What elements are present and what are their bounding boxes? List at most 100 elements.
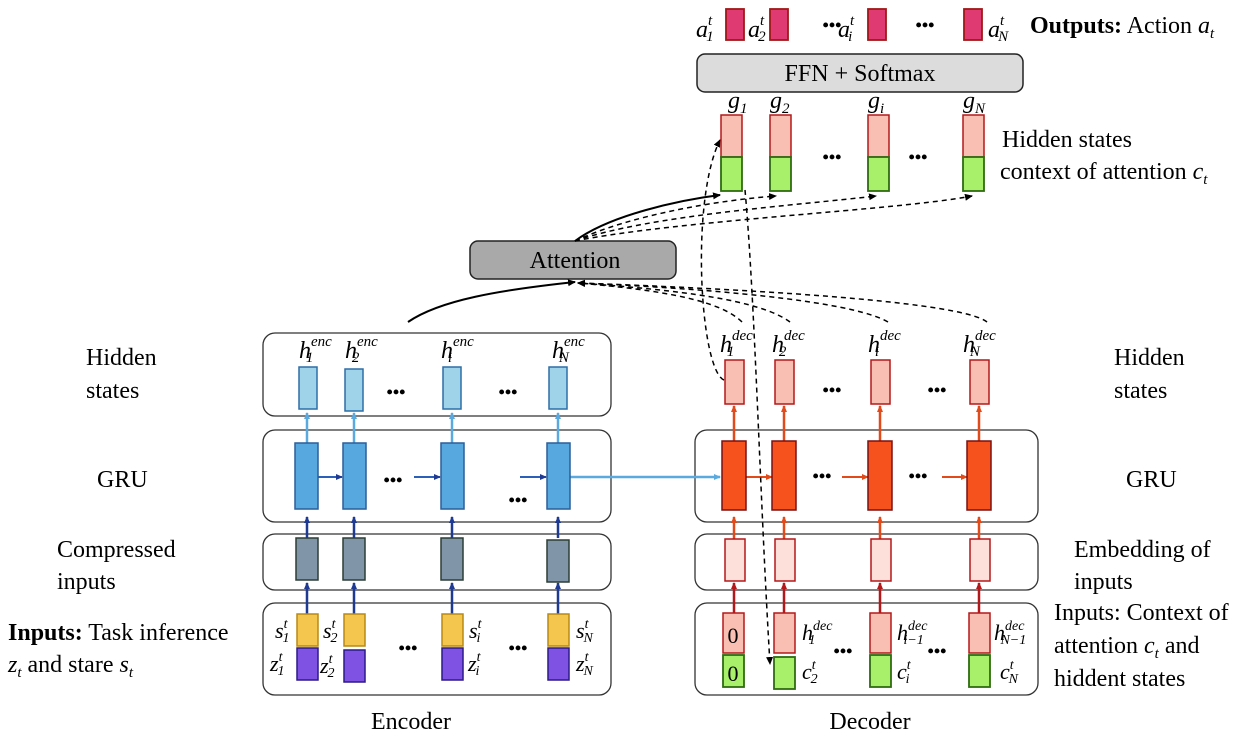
dec-input-zero-h: 0	[728, 623, 739, 648]
input-z-N	[547, 647, 570, 681]
context-block-2	[769, 156, 792, 192]
input-s-blocks	[296, 613, 570, 647]
dec-hidden-label-2: states	[1114, 378, 1167, 404]
dec-gru-N	[966, 440, 992, 511]
dec-input-h-blocks	[722, 612, 991, 654]
ellipsis-dec-gru-2: •••	[909, 466, 928, 486]
input-z-2	[343, 649, 366, 683]
dec-input-c-1	[722, 654, 745, 688]
embedding-blocks	[724, 538, 991, 582]
action-block-2	[769, 8, 789, 41]
compressed-1	[295, 537, 319, 581]
attention-to-ctx-i	[574, 193, 877, 242]
dec-input-h-1	[722, 612, 745, 654]
dec-gru-blocks	[721, 440, 992, 511]
dec-hidden-2	[774, 359, 795, 405]
outputs-label: Outputs: Action at	[1030, 13, 1215, 42]
enc-gru-2	[342, 442, 367, 510]
dec-input-c-i	[869, 654, 892, 688]
dec-input-h-N	[968, 612, 991, 654]
input-s-2	[343, 613, 366, 647]
dec-gru-2	[771, 440, 797, 511]
action-blocks	[725, 8, 983, 41]
dec-gru-1	[721, 440, 747, 511]
dec-hN-to-attention	[577, 279, 988, 323]
dec-hi-to-attention	[577, 279, 889, 323]
dec-hidden-i	[870, 359, 891, 405]
dec-h2-to-attention	[577, 279, 791, 323]
enc-hidden-blocks	[298, 366, 568, 412]
embedding-2	[774, 538, 796, 582]
enc-inputs-label-1: Inputs: Task inference	[8, 620, 229, 646]
g-symbols: g1 g2 gi gN	[728, 88, 986, 117]
ellipsis-dec-inputs-2: •••	[928, 641, 947, 661]
g-symbol-N: gN	[963, 88, 986, 117]
ellipsis-enc-inputs-2: •••	[509, 638, 528, 658]
g-blocks	[720, 114, 985, 158]
enc-gru-blocks	[294, 442, 571, 510]
ellipsis-dec-hidden-1: •••	[823, 380, 842, 400]
ellipsis-dec-inputs-1: •••	[834, 641, 853, 661]
ellipsis-enc-hidden-2: •••	[499, 382, 518, 402]
input-z-i	[441, 647, 464, 681]
g-block-2	[769, 114, 792, 158]
enc-gru-N	[546, 442, 571, 510]
compressed-label-1: Compressed	[57, 537, 176, 563]
input-s-i	[441, 613, 464, 647]
dec-h1-to-attention	[577, 282, 743, 323]
top-hidden-states-label: Hidden states	[1002, 127, 1132, 153]
ctx1-to-dec-c2	[744, 189, 774, 665]
input-z-blocks	[296, 647, 570, 683]
enc-gru-1	[294, 442, 319, 510]
compressed-blocks	[295, 537, 570, 583]
ellipsis-actions-2: •••	[916, 15, 935, 35]
enc-hidden-N	[548, 366, 568, 410]
dec-hidden-label-1: Hidden	[1114, 345, 1185, 371]
embedding-N	[969, 538, 991, 582]
enc-hidden-label-1: Hidden	[86, 345, 157, 371]
action-block-N	[963, 8, 983, 41]
action-block-1	[725, 8, 745, 41]
dec-hidden-N	[969, 359, 990, 405]
attention-to-ctx-2	[574, 193, 777, 242]
embedding-i	[870, 538, 892, 582]
attention-box	[469, 240, 677, 280]
ffn-softmax-box	[696, 53, 1024, 93]
attention-to-ctx-N	[574, 193, 973, 242]
dec-hidden-blocks	[724, 359, 990, 405]
ellipsis-enc-gru-2: •••	[509, 490, 528, 510]
input-s-1	[296, 613, 319, 647]
dec-gru-label: GRU	[1126, 467, 1177, 493]
dec-inputs-label-1: Inputs: Context of	[1054, 600, 1229, 626]
connectors	[304, 139, 988, 665]
g-symbol-i: gi	[868, 88, 884, 117]
ellipsis-dec-gru-1: •••	[813, 466, 832, 486]
g-symbol-1: g1	[728, 88, 748, 117]
ellipsis-context-1: •••	[823, 147, 842, 167]
enc-hidden-label-2: states	[86, 378, 139, 404]
ellipses: ••• ••• ••• ••• ••• ••• ••• ••• ••• ••• …	[384, 15, 947, 661]
top-context-label: context of attention ct	[1000, 159, 1208, 188]
embedding-label-1: Embedding of	[1074, 537, 1211, 563]
